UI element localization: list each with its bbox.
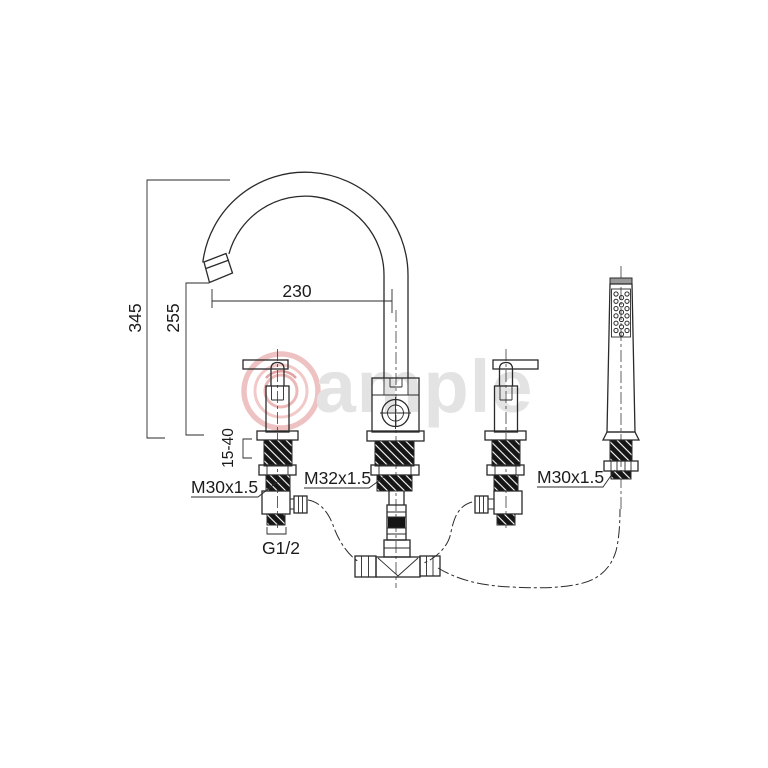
inlet-text: G1/2: [262, 538, 300, 558]
dimension-spout-reach: 230: [211, 281, 393, 313]
dimension-deck-thickness: 15-40: [220, 428, 252, 468]
holder-thread: [609, 439, 633, 462]
left-supply-hose: [307, 499, 360, 563]
label-spout-body-thread: M32x1.5: [304, 468, 385, 489]
shower-hose: [437, 508, 621, 589]
label-left-valve-thread: M30x1.5: [191, 477, 282, 498]
right-handle-valve: [474, 349, 539, 528]
dimension-255-label: 255: [163, 303, 183, 332]
diverter-knob: [380, 397, 411, 429]
holder-flange: [601, 431, 641, 441]
dimension-230-label: 230: [282, 281, 311, 301]
valve-upper-body: [265, 385, 290, 433]
spout-outlet: [203, 252, 234, 284]
dimension-overall-height: 345: [125, 179, 230, 439]
valve-upper-body: [493, 385, 519, 433]
inlet-tail-thread: [266, 513, 286, 526]
dimension-15-40-label: 15-40: [220, 428, 237, 468]
dimension-345-label: 345: [125, 303, 145, 332]
label-shower-holder-thread: M30x1.5: [537, 467, 616, 488]
threaded-shank: [374, 440, 415, 467]
hoses: [307, 499, 621, 589]
cross-handle-stub: [270, 361, 285, 386]
side-outlet-port: [290, 495, 308, 514]
center-thread-text: M32x1.5: [304, 468, 371, 488]
shower-head-cap: [609, 277, 633, 285]
cross-handle-bar: [242, 359, 289, 370]
side-outlet-port: [474, 495, 494, 514]
thread-labels: M30x1.5 M32x1.5 M30x1.5 G1/2: [191, 467, 616, 558]
spout: [202, 171, 409, 378]
hose-end-fitting: [383, 504, 411, 558]
right-supply-hose: [423, 501, 473, 564]
spray-face: [611, 288, 631, 338]
cross-handle-bar: [492, 359, 539, 370]
valve-lower-body: [261, 490, 291, 515]
dimension-spout-height: 255: [163, 282, 209, 436]
label-inlet-connection: G1/2: [262, 527, 300, 558]
cross-handle-stub: [498, 361, 514, 386]
inlet-tail-thread: [496, 513, 516, 526]
threaded-shank: [491, 439, 521, 467]
watermark-logo-icon: [241, 351, 321, 431]
threaded-shank: [263, 439, 293, 467]
left-thread-text: M30x1.5: [191, 477, 258, 497]
valve-lower-body: [493, 490, 523, 515]
spout-body-column: [354, 310, 441, 588]
right-thread-text: M30x1.5: [537, 467, 604, 487]
left-handle-valve: [242, 349, 308, 528]
hand-shower: [601, 266, 641, 512]
tee-fitting: [354, 555, 441, 578]
